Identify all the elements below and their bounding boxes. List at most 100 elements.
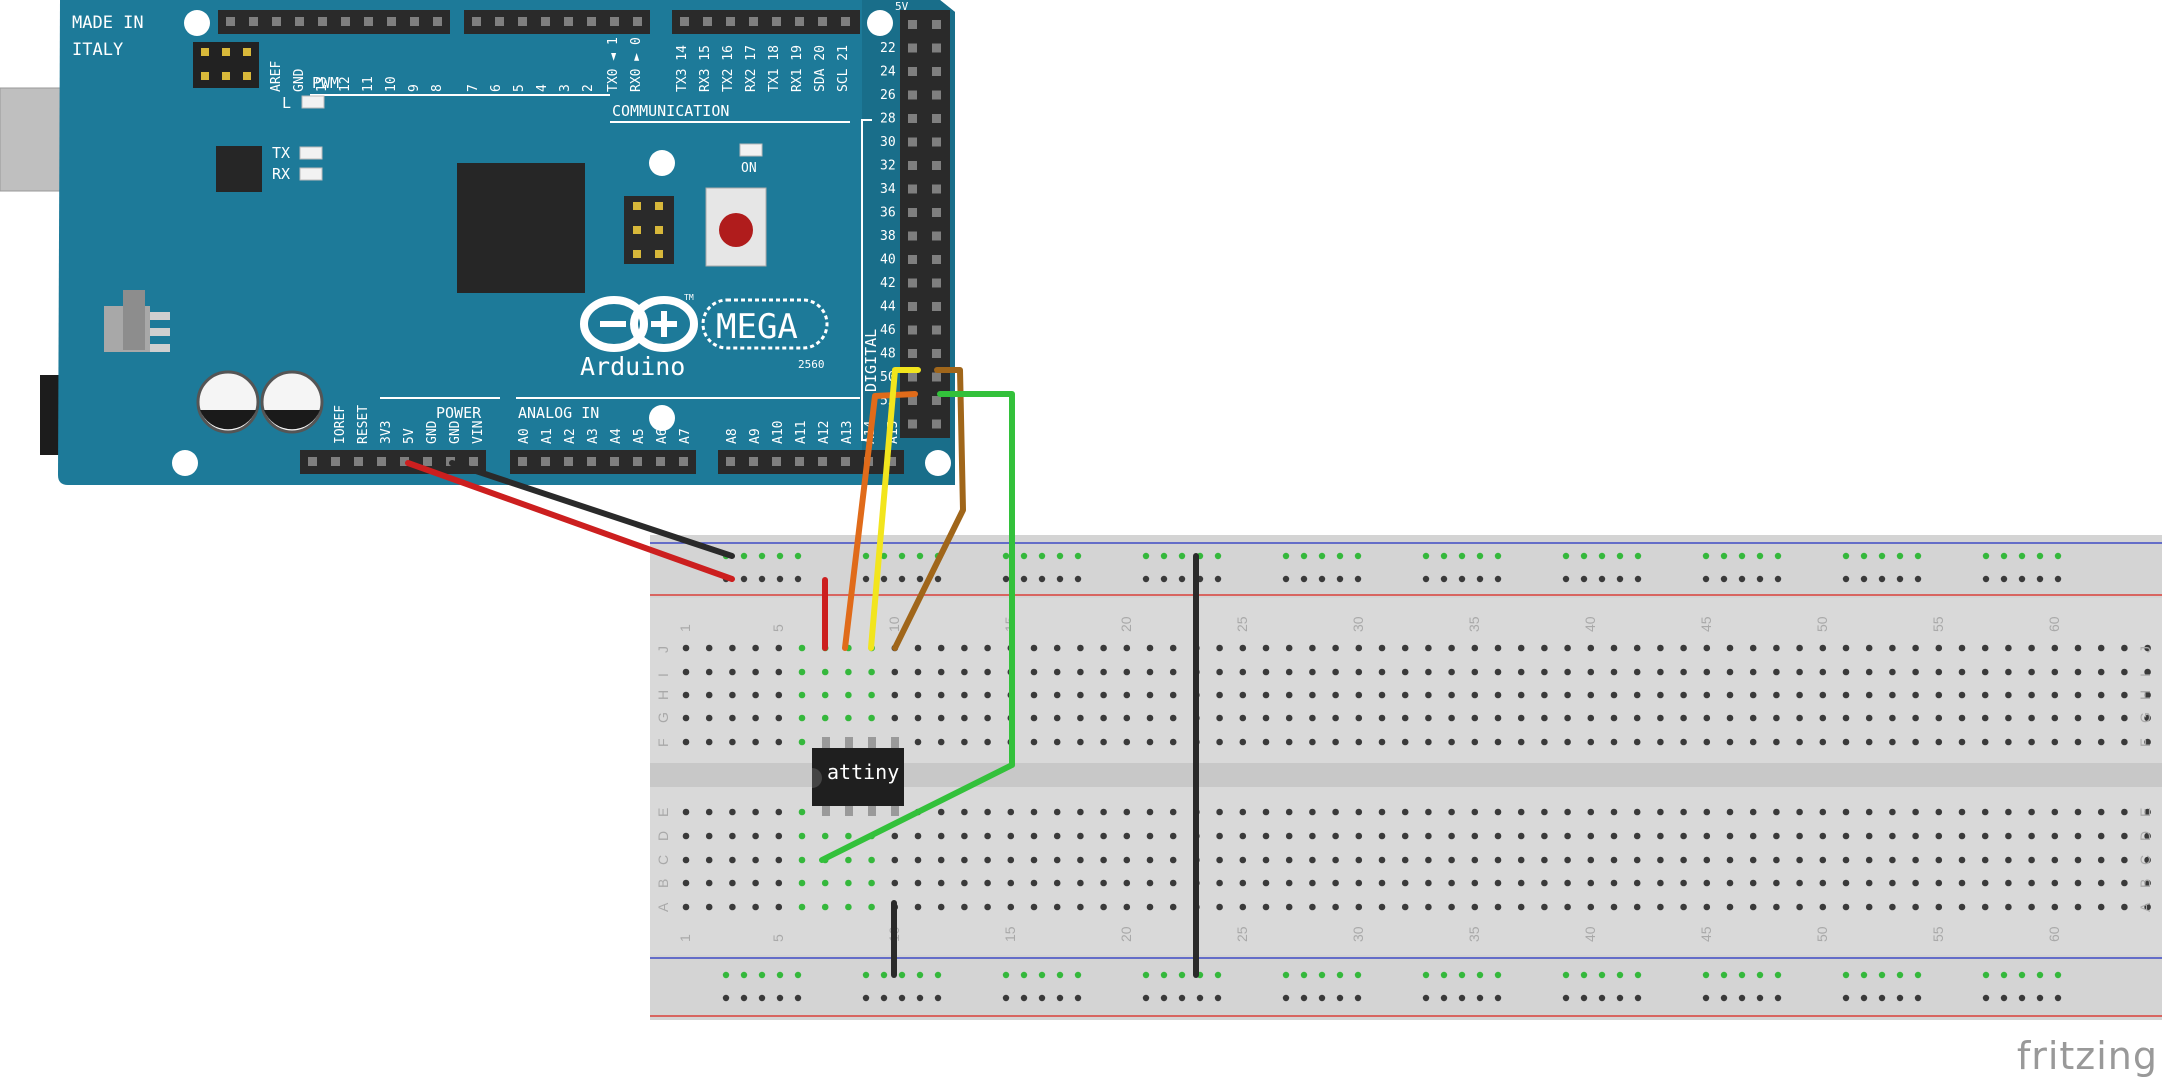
breadboard-hole xyxy=(1633,691,1641,699)
analog-pin-label: A2 xyxy=(563,428,578,444)
breadboard-hole xyxy=(1401,691,1409,699)
breadboard-hole xyxy=(1726,856,1734,864)
power-pin-label: GND xyxy=(425,420,440,444)
breadboard-hole xyxy=(1169,738,1177,746)
column-number: 30 xyxy=(1350,616,1366,632)
breadboard-hole xyxy=(1935,856,1943,864)
rail-hole xyxy=(898,971,906,979)
breadboard-hole xyxy=(1657,714,1664,722)
breadboard-hole xyxy=(1703,738,1711,746)
breadboard-hole xyxy=(1819,856,1827,864)
breadboard-hole xyxy=(1564,668,1571,676)
rail-hole xyxy=(1282,971,1290,979)
reset-button[interactable] xyxy=(705,187,767,267)
breadboard-hole xyxy=(775,714,783,722)
breadboard-hole xyxy=(1541,668,1548,676)
rail-hole xyxy=(2036,552,2044,560)
column-number: 35 xyxy=(1466,616,1482,632)
breadboard-hole xyxy=(1773,644,1780,652)
breadboard-hole xyxy=(1773,879,1780,887)
breadboard-hole xyxy=(1123,738,1131,746)
breadboard-hole xyxy=(1123,644,1131,652)
breadboard-hole xyxy=(1448,691,1455,699)
breadboard-hole xyxy=(984,808,991,816)
breadboard-hole xyxy=(775,808,783,816)
rail-hole xyxy=(1634,994,1642,1002)
breadboard-hole xyxy=(1332,903,1339,911)
breadboard-hole xyxy=(1842,714,1850,722)
breadboard-hole xyxy=(1471,738,1479,746)
breadboard-hole xyxy=(1053,644,1061,652)
breadboard-hole xyxy=(1703,644,1711,652)
breadboard-hole xyxy=(1053,903,1061,911)
breadboard-hole xyxy=(2005,879,2012,887)
breadboard-hole xyxy=(914,856,922,864)
header-pin xyxy=(541,17,550,26)
breadboard-hole xyxy=(1587,808,1595,816)
breadboard-hole xyxy=(2097,668,2105,676)
breadboard-hole xyxy=(2005,903,2012,911)
analog-pin-label: A8 xyxy=(725,428,740,444)
row-letter: D xyxy=(655,831,671,841)
breadboard-hole xyxy=(1796,879,1803,887)
row-letter: B xyxy=(2137,879,2153,888)
breadboard-hole xyxy=(1239,808,1247,816)
attiny-chip: attiny xyxy=(812,737,904,816)
wire-brown xyxy=(892,367,966,651)
digital-pin-label: 41 xyxy=(956,252,972,267)
rail-hole xyxy=(1878,994,1886,1002)
breadboard-hole xyxy=(1425,668,1432,676)
breadboard-hole xyxy=(798,644,806,652)
breadboard-hole xyxy=(914,714,922,722)
header-pin xyxy=(932,278,941,288)
breadboard-hole xyxy=(1517,903,1525,911)
breadboard-hole xyxy=(1633,644,1641,652)
breadboard-hole xyxy=(1564,903,1571,911)
wires xyxy=(405,367,1199,978)
breadboard-hole xyxy=(798,832,806,840)
rail-hole xyxy=(1774,994,1782,1002)
breadboard-hole xyxy=(868,714,875,722)
italy-label: ITALY xyxy=(72,40,123,60)
breadboard-hole xyxy=(1123,714,1131,722)
breadboard-hole xyxy=(1053,668,1061,676)
breadboard-hole xyxy=(1842,738,1850,746)
breadboard-hole xyxy=(2121,903,2128,911)
header-top-2 xyxy=(464,10,650,34)
rail-hole xyxy=(2054,971,2062,979)
breadboard-hole xyxy=(1703,808,1711,816)
rail-hole xyxy=(1616,971,1624,979)
breadboard-hole xyxy=(2051,903,2059,911)
breadboard-hole xyxy=(705,879,713,887)
arduino-brand: Arduino xyxy=(580,352,685,381)
breadboard-hole xyxy=(1541,832,1548,840)
header-pin xyxy=(818,457,827,466)
rail-hole xyxy=(1282,575,1290,583)
breadboard-hole xyxy=(961,668,968,676)
breadboard-hole xyxy=(1216,808,1223,816)
header-pin xyxy=(610,457,619,466)
breadboard-hole xyxy=(2144,714,2151,722)
breadboard-hole xyxy=(1819,714,1827,722)
breadboard-hole xyxy=(914,668,922,676)
breadboard-hole xyxy=(2005,856,2012,864)
header-pin xyxy=(703,17,712,26)
header-pin xyxy=(387,17,396,26)
breadboard-hole xyxy=(1285,903,1293,911)
breadboard-hole xyxy=(752,644,759,652)
breadboard-hole xyxy=(2051,644,2059,652)
breadboard-hole xyxy=(1865,691,1873,699)
wire-green xyxy=(819,391,1015,863)
header-pin xyxy=(908,349,917,358)
rail-hole xyxy=(1896,971,1904,979)
header-pin xyxy=(331,457,340,466)
rail-hole xyxy=(794,552,802,560)
header-pin xyxy=(410,17,419,26)
rail-hole xyxy=(2018,575,2026,583)
breadboard-hole xyxy=(1726,668,1734,676)
breadboard-hole xyxy=(1309,808,1316,816)
breadboard-hole xyxy=(1425,856,1432,864)
analog-pin-label: A3 xyxy=(586,428,601,444)
rail-hole xyxy=(1318,552,1326,560)
breadboard-hole xyxy=(984,644,991,652)
